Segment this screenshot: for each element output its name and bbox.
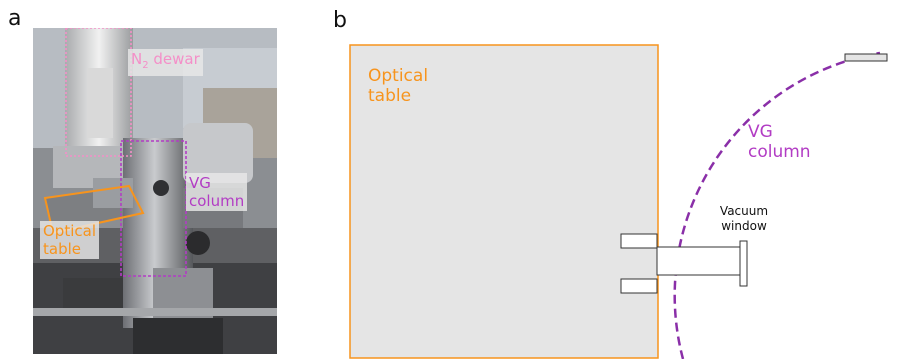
vg-column-outline [673, 51, 881, 359]
instrument-photo: N2 dewar VG column Optical table [33, 28, 277, 354]
schematic-optical-label-line1: Optical [368, 66, 429, 86]
upper-mount-shape [620, 233, 658, 249]
schematic-vg-label-line2: column [748, 142, 811, 162]
dewar-label-prefix: N [131, 50, 143, 68]
top-port-shape [844, 53, 888, 62]
optical-table-shape [349, 44, 659, 359]
photo-optical-label-line2: table [43, 240, 81, 258]
lower-mount-shape [620, 278, 658, 294]
vacuum-window-label-line2: window [721, 219, 767, 233]
schematic-vg-label: VG column [748, 122, 811, 162]
vacuum-window-label: Vacuum window [714, 204, 774, 234]
photo-vg-label: VG column [186, 173, 248, 211]
photo-vg-label-line2: column [189, 192, 245, 210]
dewar-label-subscript: 2 [142, 60, 149, 71]
panel-b-letter: b [333, 8, 347, 33]
dewar-label-suffix: dewar [148, 50, 200, 68]
photo-optical-label-line1: Optical [43, 222, 96, 240]
vacuum-window-shape [739, 240, 748, 287]
panel-a-letter: a [8, 6, 22, 31]
photo-optical-label: Optical table [40, 221, 99, 259]
photo-vg-label-line1: VG [189, 174, 211, 192]
schematic-vg-label-line1: VG [748, 122, 773, 142]
dewar-label: N2 dewar [128, 49, 203, 76]
window-tube-shape [656, 246, 742, 276]
schematic-optical-label: Optical table [368, 66, 428, 106]
instrument-photo-drawing [33, 28, 277, 354]
vacuum-window-label-line1: Vacuum [719, 204, 769, 218]
schematic-optical-label-line2: table [368, 86, 412, 106]
